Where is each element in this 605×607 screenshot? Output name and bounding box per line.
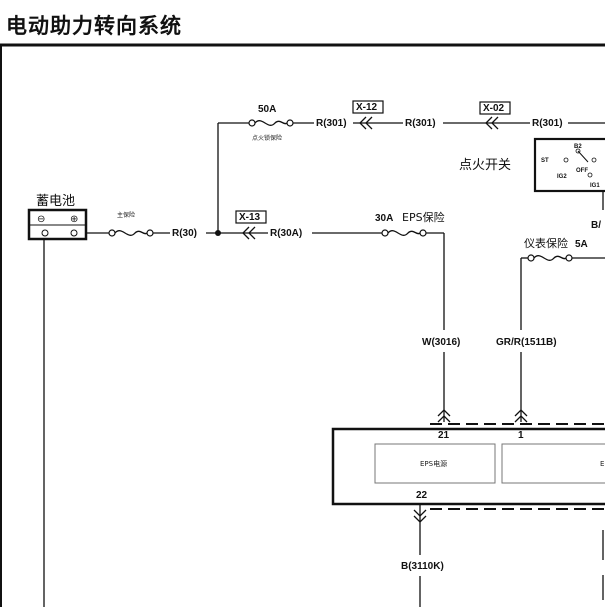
switch-pos-st: ST <box>541 158 549 164</box>
fuse-terminal <box>565 254 573 262</box>
switch-pos-ig1: IG1 <box>590 183 600 189</box>
pin-21-mark <box>437 409 451 423</box>
ignition-fuse <box>248 119 294 127</box>
main-fuse-label: 主保险 <box>117 211 135 219</box>
connector-x02-mark <box>485 116 499 130</box>
battery-cell <box>41 229 49 237</box>
meter-fuse <box>527 254 573 262</box>
switch-contact <box>591 157 597 163</box>
connector-x02-label: X-02 <box>483 103 505 114</box>
fuse-element <box>387 230 421 236</box>
battery-label: 蓄电池 <box>36 194 75 209</box>
eps-power-block <box>374 443 496 484</box>
battery-cell <box>70 229 78 237</box>
ignition-fuse-rating: 50A <box>258 104 276 115</box>
module-partial-label: E <box>600 460 604 468</box>
eps-fuse <box>381 229 427 237</box>
fuse-terminal <box>108 229 116 237</box>
battery-plus-terminal: ⊕ <box>70 214 78 225</box>
wire-label-grr1511b: GR/R(1511B) <box>496 337 557 348</box>
wire-label-b3110k: B(3110K) <box>401 561 444 572</box>
wire-label-w3016: W(3016) <box>422 337 460 348</box>
module-pin-1: 1 <box>518 430 524 441</box>
switch-pos-ig2: IG2 <box>557 174 567 180</box>
connector-x02-box <box>479 101 511 115</box>
pin-1-mark <box>514 409 528 423</box>
wire-label-r30a: R(30A) <box>270 228 302 239</box>
fuse-element <box>533 255 567 261</box>
module-block-partial <box>501 443 605 484</box>
wire-label-bm-partial: B/ <box>591 220 601 231</box>
fuse-element <box>114 230 148 236</box>
battery-minus-terminal: ⊖ <box>37 214 45 225</box>
switch-contact <box>563 157 569 163</box>
switch-contact <box>587 172 593 178</box>
fuse-element <box>254 120 288 126</box>
eps-fuse-rating: 30A <box>375 213 393 224</box>
fuse-terminal <box>248 119 256 127</box>
connector-x12-box <box>352 100 384 114</box>
wire-label-r301-b: R(301) <box>405 118 436 129</box>
page-title: 电动助力转向系统 <box>6 13 182 38</box>
fuse-terminal <box>146 229 154 237</box>
ignition-fuse-label: 点火锁保险 <box>252 134 282 142</box>
battery: ⊖ ⊕ <box>27 208 88 241</box>
fuse-terminal <box>419 229 427 237</box>
switch-pos-off: OFF <box>576 168 588 174</box>
connector-x13-label: X-13 <box>239 212 261 223</box>
switch-pos-b2: B2 <box>574 144 582 150</box>
module-pin-22: 22 <box>416 490 428 501</box>
wire-label-r301-a: R(301) <box>316 118 347 129</box>
wire-label-r301-c: R(301) <box>532 118 563 129</box>
eps-power-label: EPS电源 <box>420 459 447 468</box>
eps-fuse-label: EPS保险 <box>402 210 445 224</box>
fuse-terminal <box>286 119 294 127</box>
module-pin-21: 21 <box>438 430 450 441</box>
ignition-switch-label: 点火开关 <box>459 158 511 173</box>
switch-contact <box>575 148 581 154</box>
fuse-terminal <box>527 254 535 262</box>
ignition-switch-box <box>533 137 605 193</box>
connector-x12-mark <box>359 116 373 130</box>
wire-label-r30: R(30) <box>172 228 197 239</box>
meter-fuse-label: 仪表保险 <box>524 236 568 250</box>
fuse-terminal <box>381 229 389 237</box>
meter-fuse-rating: 5A <box>575 239 588 250</box>
connector-x13-box <box>235 210 267 224</box>
switch-arm <box>577 150 589 163</box>
connector-x12-label: X-12 <box>356 102 378 113</box>
main-fuse <box>108 229 154 237</box>
